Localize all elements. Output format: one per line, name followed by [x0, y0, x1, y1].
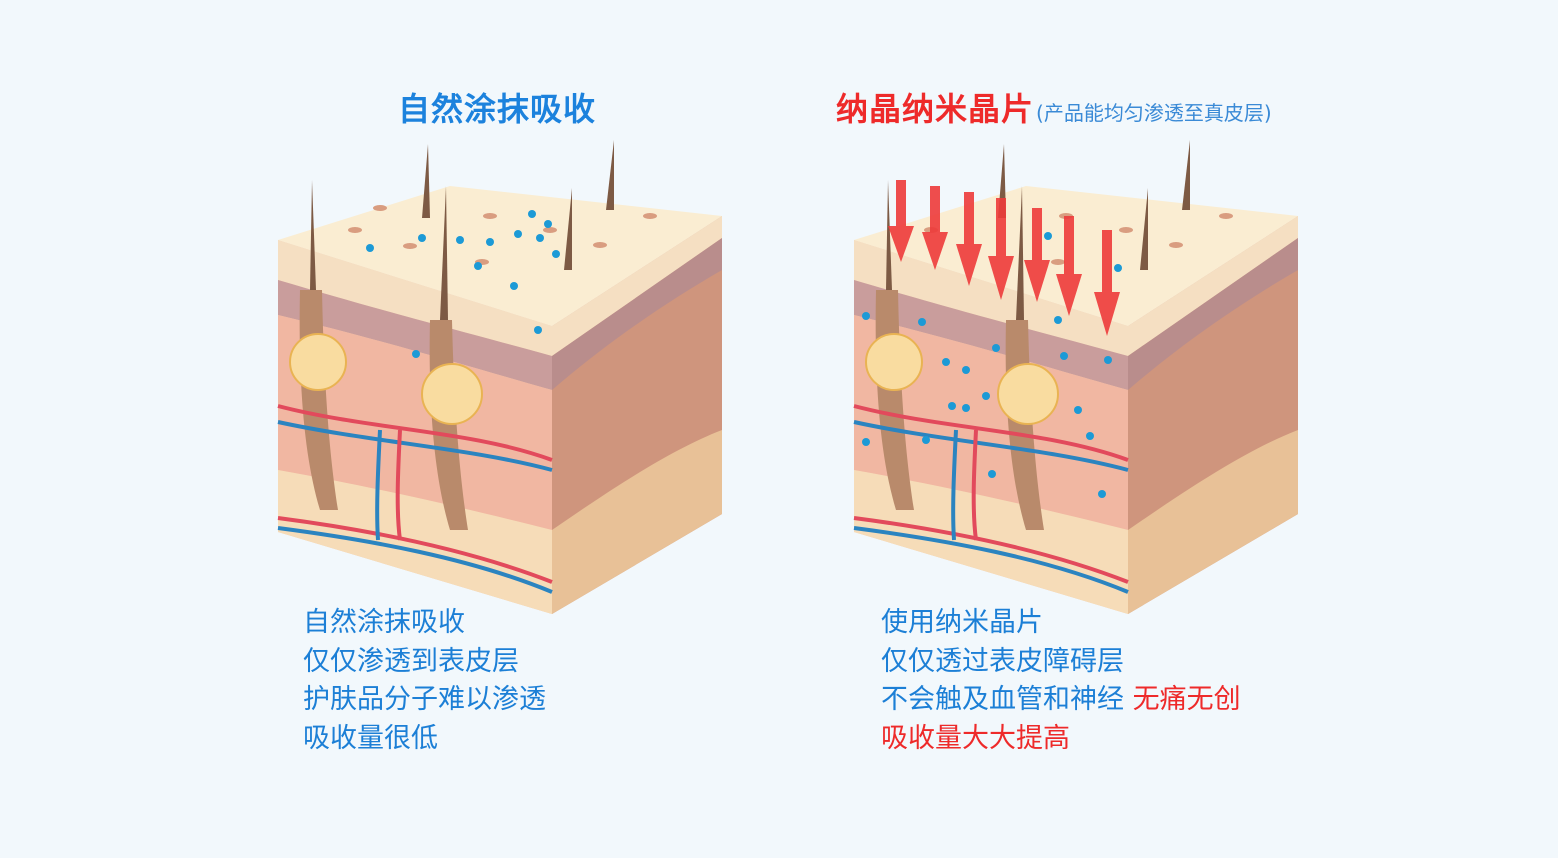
molecule-dots	[366, 210, 560, 358]
highlight-painless: 无痛无创	[1132, 684, 1241, 715]
arrow-1	[888, 180, 914, 262]
skin-diagram-right	[853, 140, 1298, 614]
desc-line-2: 仅仅透过表皮障碍层	[881, 645, 1124, 677]
desc-line-1: 使用纳米晶片	[881, 607, 1043, 638]
skin-block	[854, 186, 1298, 614]
sebaceous-glands	[289, 333, 483, 425]
skin-block	[278, 186, 722, 614]
desc-line-4: 吸收量大大提高	[881, 722, 1070, 754]
arrow-5	[1024, 208, 1050, 302]
desc-line-3-text: 不会触及血管和神经	[881, 684, 1124, 715]
nano-arrows	[888, 180, 1120, 336]
arrow-6	[1056, 216, 1082, 316]
blood-vessels	[277, 404, 553, 594]
desc-line-1: 自然涂抹吸收	[303, 607, 465, 638]
desc-line-3: 护肤品分子难以渗透	[303, 684, 546, 715]
desc-line-4: 吸收量很低	[303, 722, 438, 754]
panel-nano-chip: 纳晶纳米晶片(产品能均匀渗透至真皮层)	[826, 0, 1466, 858]
arrow-2	[922, 186, 948, 270]
pores	[348, 205, 657, 265]
title-row-left: 自然涂抹吸收	[398, 84, 596, 130]
title-natural-absorption: 自然涂抹吸收	[398, 90, 597, 128]
description-left: 自然涂抹吸收 仅仅渗透到表皮层 护肤品分子难以渗透 吸收量很低	[303, 604, 546, 758]
desc-line-2: 仅仅渗透到表皮层	[303, 645, 519, 677]
skin-diagram-left	[277, 140, 722, 614]
title-subnote: (产品能均匀渗透至真皮层)	[1036, 101, 1272, 125]
arrow-7	[1094, 230, 1120, 336]
desc-line-3: 不会触及血管和神经 无痛无创	[881, 681, 1241, 720]
title-row-right: 纳晶纳米晶片(产品能均匀渗透至真皮层)	[836, 84, 1272, 130]
arrow-3	[956, 192, 982, 286]
panel-natural-absorption: 自然涂抹吸收	[250, 0, 890, 858]
blood-vessels	[853, 404, 1129, 594]
title-nano-chip: 纳晶纳米晶片	[836, 90, 1035, 128]
arrow-4	[988, 198, 1014, 300]
description-right: 使用纳米晶片 仅仅透过表皮障碍层 不会触及血管和神经 无痛无创 吸收量大大提高	[881, 604, 1241, 758]
molecule-dots	[862, 232, 1122, 498]
sebaceous-glands	[865, 333, 1059, 425]
